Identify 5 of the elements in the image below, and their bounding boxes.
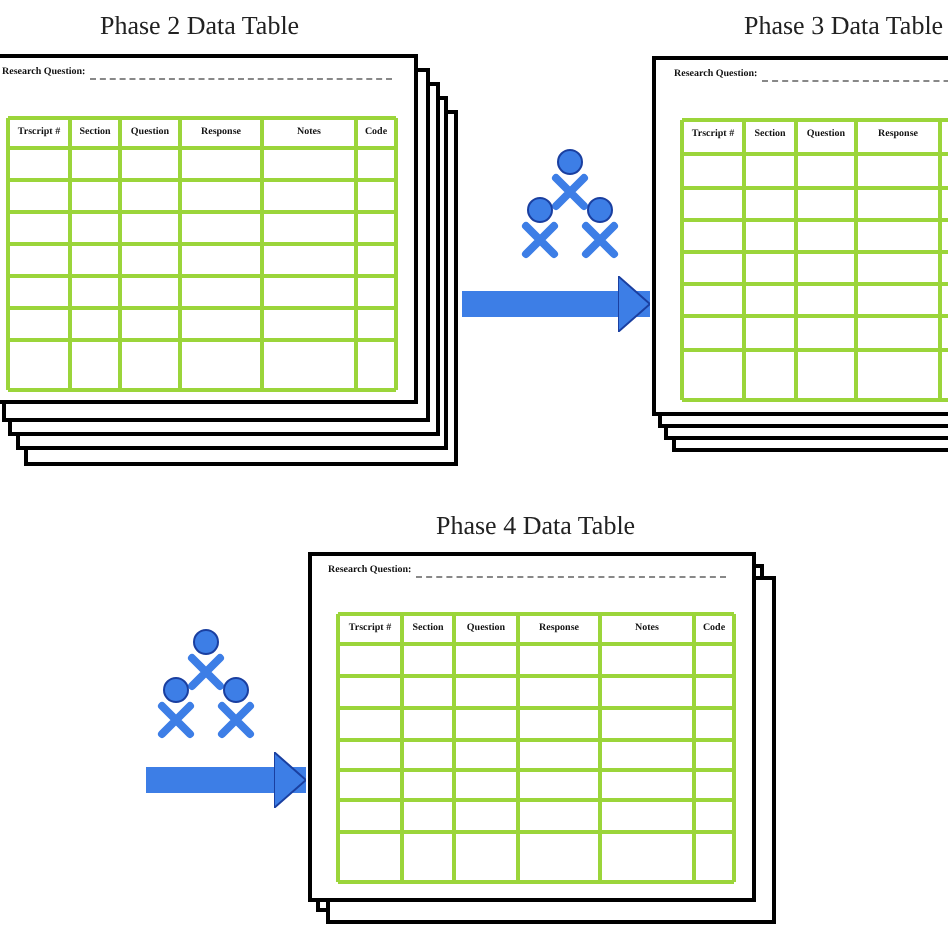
- block-arrow: [146, 751, 307, 809]
- table-title: Phase 2 Data Table: [100, 10, 300, 42]
- table-title: Phase 3 Data Table: [744, 10, 944, 42]
- table-title: Phase 4 Data Table: [436, 510, 636, 542]
- block-arrow: [462, 275, 651, 333]
